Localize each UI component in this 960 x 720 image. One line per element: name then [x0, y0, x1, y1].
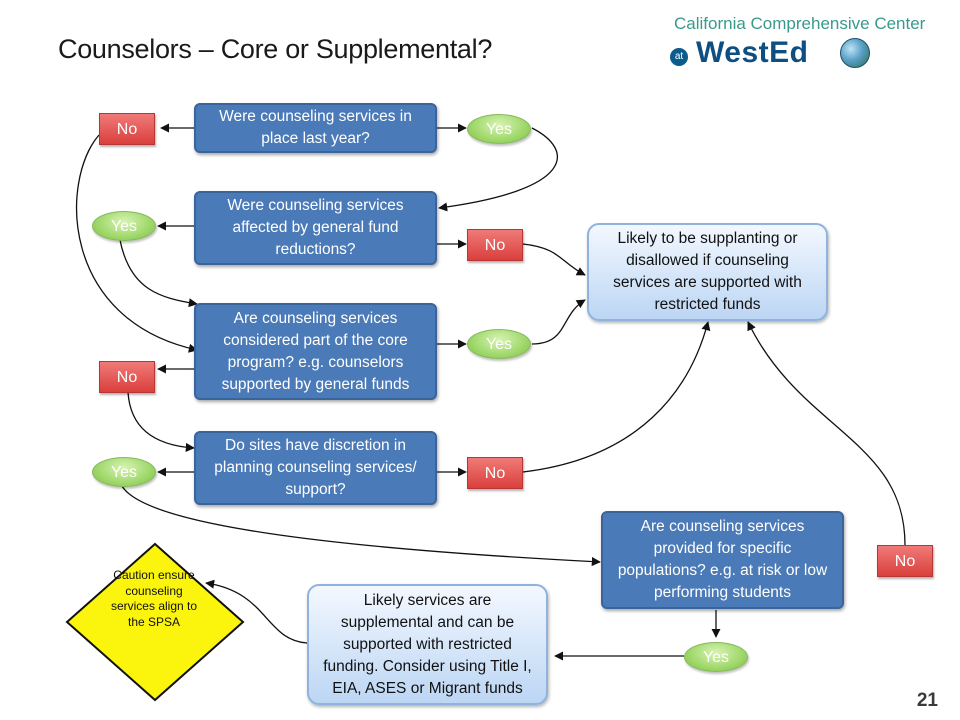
- arrow-no1-q3: [76, 134, 198, 353]
- arrow-no2-outcome: [522, 243, 586, 276]
- arrow-yes3-outcome: [531, 299, 586, 345]
- globe-icon: [840, 38, 870, 68]
- question-box-4: Do sites have discretion in planning cou…: [194, 431, 437, 505]
- arrow-supplemental-caution: [205, 579, 308, 644]
- arrow-yes2-q3: [119, 239, 198, 308]
- question-box-5: Are counseling services provided for spe…: [601, 511, 844, 609]
- outcome-supplemental: Likely services are supplemental and can…: [307, 584, 548, 705]
- no-badge-q4: No: [467, 457, 523, 489]
- logo-wordmark: WestEd: [696, 36, 809, 69]
- page-number: 21: [916, 690, 938, 711]
- arrow-yes1-q2: [438, 127, 558, 212]
- arrow-yes4-q5: [121, 485, 601, 567]
- yes-badge-q1: Yes: [467, 114, 531, 144]
- yes-badge-q5: Yes: [684, 642, 748, 672]
- arrow-no3-q4: [127, 391, 195, 452]
- logo-at-badge: at: [670, 48, 688, 66]
- question-box-3: Are counseling services considered part …: [194, 303, 437, 400]
- slide-title: Counselors – Core or Supplemental?: [58, 34, 493, 64]
- no-badge-q3: No: [99, 361, 155, 393]
- caution-diamond: [65, 542, 245, 702]
- yes-badge-q4: Yes: [92, 457, 156, 487]
- no-badge-q1: No: [99, 113, 155, 145]
- no-badge-q5: No: [877, 545, 933, 577]
- arrow-no4-outcome: [522, 321, 711, 473]
- caution-text: Caution ensure counseling services align…: [110, 568, 198, 629]
- no-badge-q2: No: [467, 229, 523, 261]
- question-box-1: Were counseling services in place last y…: [194, 103, 437, 153]
- yes-badge-q2: Yes: [92, 211, 156, 241]
- question-box-2: Were counseling services affected by gen…: [194, 191, 437, 265]
- outcome-supplanting: Likely to be supplanting or disallowed i…: [587, 223, 828, 321]
- yes-badge-q3: Yes: [467, 329, 531, 359]
- arrow-no5-outcome: [747, 321, 906, 546]
- logo-top-text: California Comprehensive Center: [674, 14, 926, 33]
- wested-logo: California Comprehensive Center at WestE…: [668, 14, 925, 70]
